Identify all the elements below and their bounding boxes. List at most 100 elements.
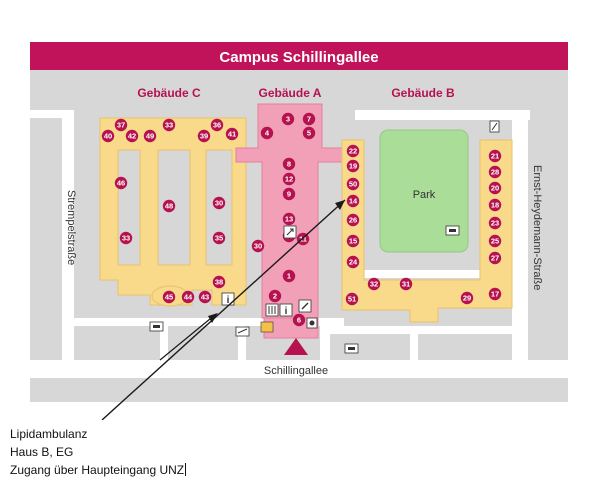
location-marker-label: 33 [122,234,130,243]
location-marker-label: 18 [491,201,499,210]
location-marker-label: 13 [285,215,293,224]
pointer-arrowhead [335,200,345,210]
location-marker-label: 25 [491,237,499,246]
location-marker-label: 9 [287,190,291,199]
location-marker: 48 [162,199,176,213]
location-marker: 29 [460,291,474,305]
location-marker: 19 [346,159,360,173]
location-marker: 23 [488,216,502,230]
building-c-label: Gebäude C [137,86,201,100]
location-marker-label: 36 [213,121,221,130]
location-marker-label: 23 [491,219,499,228]
location-marker: 24 [346,255,360,269]
location-marker-label: 49 [146,132,154,141]
arrow-sign-icon [298,299,312,313]
parking-icon [149,321,164,332]
location-marker-label: 4 [265,129,270,138]
location-marker: 22 [346,144,360,158]
location-marker-label: 29 [463,294,471,303]
location-marker-label: 17 [491,290,499,299]
location-marker-label: 30 [215,199,223,208]
cafe-icon [260,321,274,333]
svg-text:i: i [227,295,230,306]
title-banner [30,42,568,70]
location-marker-label: 14 [349,197,358,206]
location-marker-label: 20 [491,184,499,193]
location-marker-label: 39 [200,132,208,141]
pointer-arrowhead-caption [208,313,218,323]
location-marker-label: 12 [285,175,293,184]
building-b-label: Gebäude B [391,86,455,100]
location-marker-label: 15 [349,237,357,246]
location-marker: 28 [488,165,502,179]
location-marker-label: 40 [104,132,112,141]
location-marker-label: 6 [297,316,301,325]
location-marker-label: 27 [491,254,499,263]
location-marker: 3 [281,112,295,126]
location-marker: 21 [488,149,502,163]
location-marker: 44 [181,290,195,304]
location-marker-label: 1 [287,272,291,281]
location-marker-label: 51 [348,295,356,304]
location-marker: 50 [346,177,360,191]
accessibility-icon [306,317,318,329]
location-marker: 26 [346,213,360,227]
street-right-label: Ernst-Heydemann-Straße [531,165,543,290]
location-marker: 30 [212,196,226,210]
location-marker: 1 [282,269,296,283]
location-marker-label: 7 [307,115,311,124]
location-marker: 45 [162,290,176,304]
elevator-icon [283,225,297,239]
location-marker-label: 11 [299,235,307,244]
parking-icon [489,120,500,133]
location-marker-label: 31 [402,280,410,289]
location-marker: 43 [198,290,212,304]
location-marker: 41 [225,127,239,141]
caption-line-3: Zugang über Haupteingang UNZ [10,461,187,479]
location-marker: 40 [101,129,115,143]
info-icon: i [221,292,235,306]
location-marker-label: 2 [273,292,277,301]
location-marker: 33 [162,118,176,132]
entrance-arrow-icon [284,338,308,355]
location-marker: 39 [197,129,211,143]
location-marker: 32 [367,277,381,291]
street-bottom-label: Schillingallee [264,365,328,377]
location-marker: 31 [399,277,413,291]
location-marker: 46 [114,176,128,190]
location-marker: 7 [302,112,316,126]
location-marker: 42 [125,129,139,143]
location-marker: 5 [302,126,316,140]
text-cursor [185,463,187,476]
location-marker-label: 38 [215,278,223,287]
svg-text:i: i [285,306,288,317]
location-marker: 4 [260,126,274,140]
location-marker: 37 [114,118,128,132]
location-marker: 15 [346,234,360,248]
location-marker: 30 [251,239,265,253]
location-marker-label: 22 [349,147,357,156]
parking-icon [445,225,460,236]
location-marker-label: 41 [228,130,236,139]
location-marker: 13 [282,212,296,226]
building-a-label: Gebäude A [259,86,322,100]
location-marker: 51 [345,292,359,306]
location-marker: 49 [143,129,157,143]
location-marker-label: 35 [215,234,223,243]
location-marker: 6 [292,313,306,327]
location-marker: 14 [346,194,360,208]
location-marker-label: 19 [349,162,357,171]
roads [30,110,568,378]
caption-line-2: Haus B, EG [10,445,74,459]
location-marker: 17 [488,287,502,301]
location-marker: 12 [282,172,296,186]
location-marker: 25 [488,234,502,248]
location-marker-label: 37 [117,121,125,130]
annotation-caption: Lipidambulanz Haus B, EG Zugang über Hau… [10,425,187,479]
restaurant-icon [265,303,279,317]
location-marker-label: 44 [184,293,193,302]
location-marker: 20 [488,181,502,195]
parking-icon [235,326,250,337]
location-marker-label: 43 [201,293,209,302]
location-marker-label: 50 [349,180,357,189]
